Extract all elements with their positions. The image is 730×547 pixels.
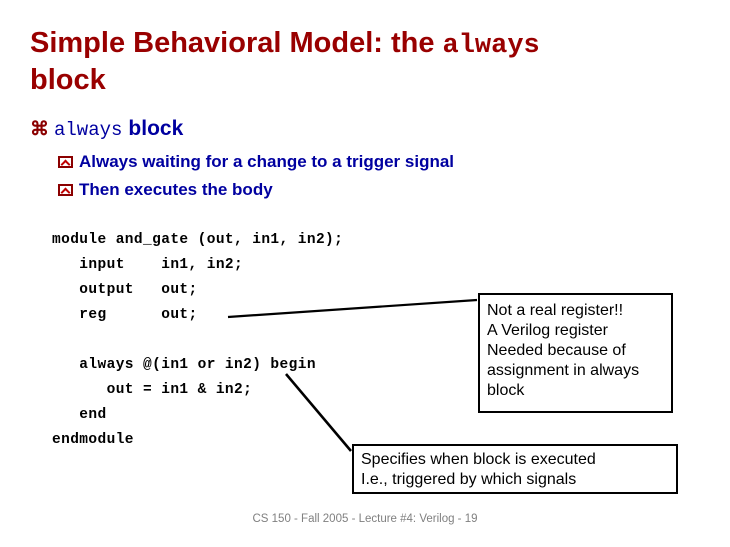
- bullet-level2-label: Always waiting for a change to a trigger…: [79, 152, 455, 171]
- callout-sensitivity: Specifies when block is executed I.e., t…: [352, 444, 678, 494]
- bullet-level2-label: Then executes the body: [79, 180, 273, 199]
- boxed-caret-bullet-icon: [58, 184, 73, 196]
- boxed-caret-bullet-icon: [58, 156, 73, 168]
- bullet-level1-label: block: [128, 117, 184, 140]
- bullet-level2-item: Then executes the body: [58, 180, 273, 200]
- place-of-interest-bullet-icon: ⌘: [30, 119, 49, 140]
- callout-register: Not a real register!! A Verilog register…: [478, 293, 673, 413]
- page-title-suffix: block: [30, 64, 106, 96]
- bullet-level2-item: Always waiting for a change to a trigger…: [58, 152, 454, 172]
- slide-footer: CS 150 - Fall 2005 - Lecture #4: Verilog…: [252, 513, 478, 525]
- page-title-keyword: always: [442, 31, 540, 61]
- bullet-level1-keyword: always: [54, 119, 123, 141]
- page-title: Simple Behavioral Model: the always block: [30, 26, 690, 97]
- page-title-prefix: Simple Behavioral Model: the: [30, 27, 443, 59]
- verilog-code-block: module and_gate (out, in1, in2); input i…: [52, 232, 344, 448]
